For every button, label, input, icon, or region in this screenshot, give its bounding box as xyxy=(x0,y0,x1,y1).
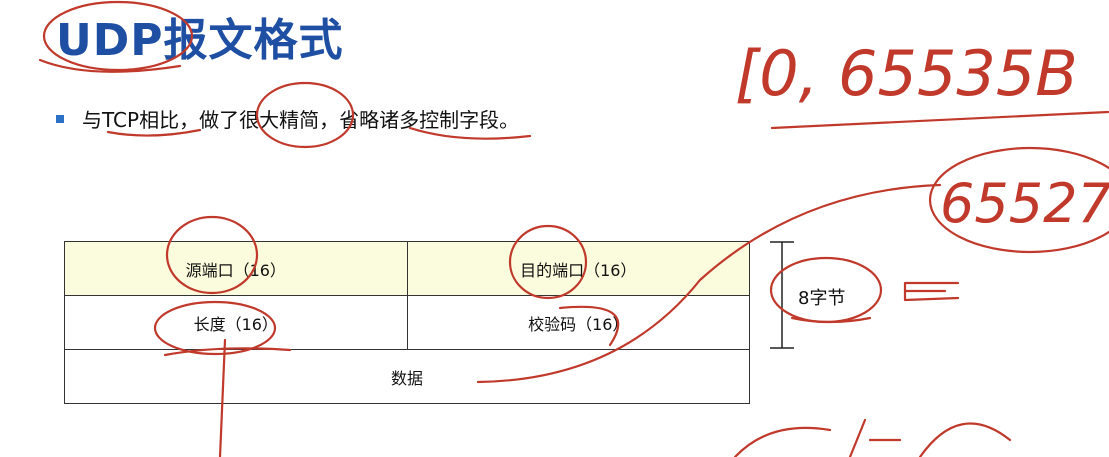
header-size-bracket xyxy=(770,241,794,349)
max-data-circle-mark xyxy=(928,146,1109,254)
bullet-text: 与TCP相比，做了很大精简，省略诸多控制字段。 xyxy=(82,108,520,132)
length-cell: 长度（16） xyxy=(64,295,408,350)
table-row: 源端口（16） 目的端口（16） xyxy=(64,241,750,296)
slide-title: UDP报文格式 xyxy=(56,15,344,66)
range-underline-mark xyxy=(770,110,1109,130)
data-cell: 数据 xyxy=(64,349,750,404)
header-size-label: 8字节 xyxy=(798,288,846,309)
udp-header-table: 源端口（16） 目的端口（16） 长度（16） 校验码（16） 数据 xyxy=(64,241,750,404)
equals-arrow-mark xyxy=(903,281,960,302)
table-row: 长度（16） 校验码（16） xyxy=(64,295,750,350)
bullet-point: 与TCP相比，做了很大精简，省略诸多控制字段。 xyxy=(56,104,519,133)
destination-port-cell: 目的端口（16） xyxy=(406,241,750,296)
square-bullet-icon xyxy=(56,114,64,123)
bottom-writing-mark xyxy=(733,418,1012,457)
handwritten-max-text: 65527 xyxy=(940,172,1109,235)
table-row: 数据 xyxy=(64,349,750,404)
checksum-cell: 校验码（16） xyxy=(406,295,750,350)
header-size-underline-mark xyxy=(790,316,872,324)
handwritten-range-text: [0, 65535B xyxy=(735,37,1078,110)
source-port-cell: 源端口（16） xyxy=(64,241,408,296)
